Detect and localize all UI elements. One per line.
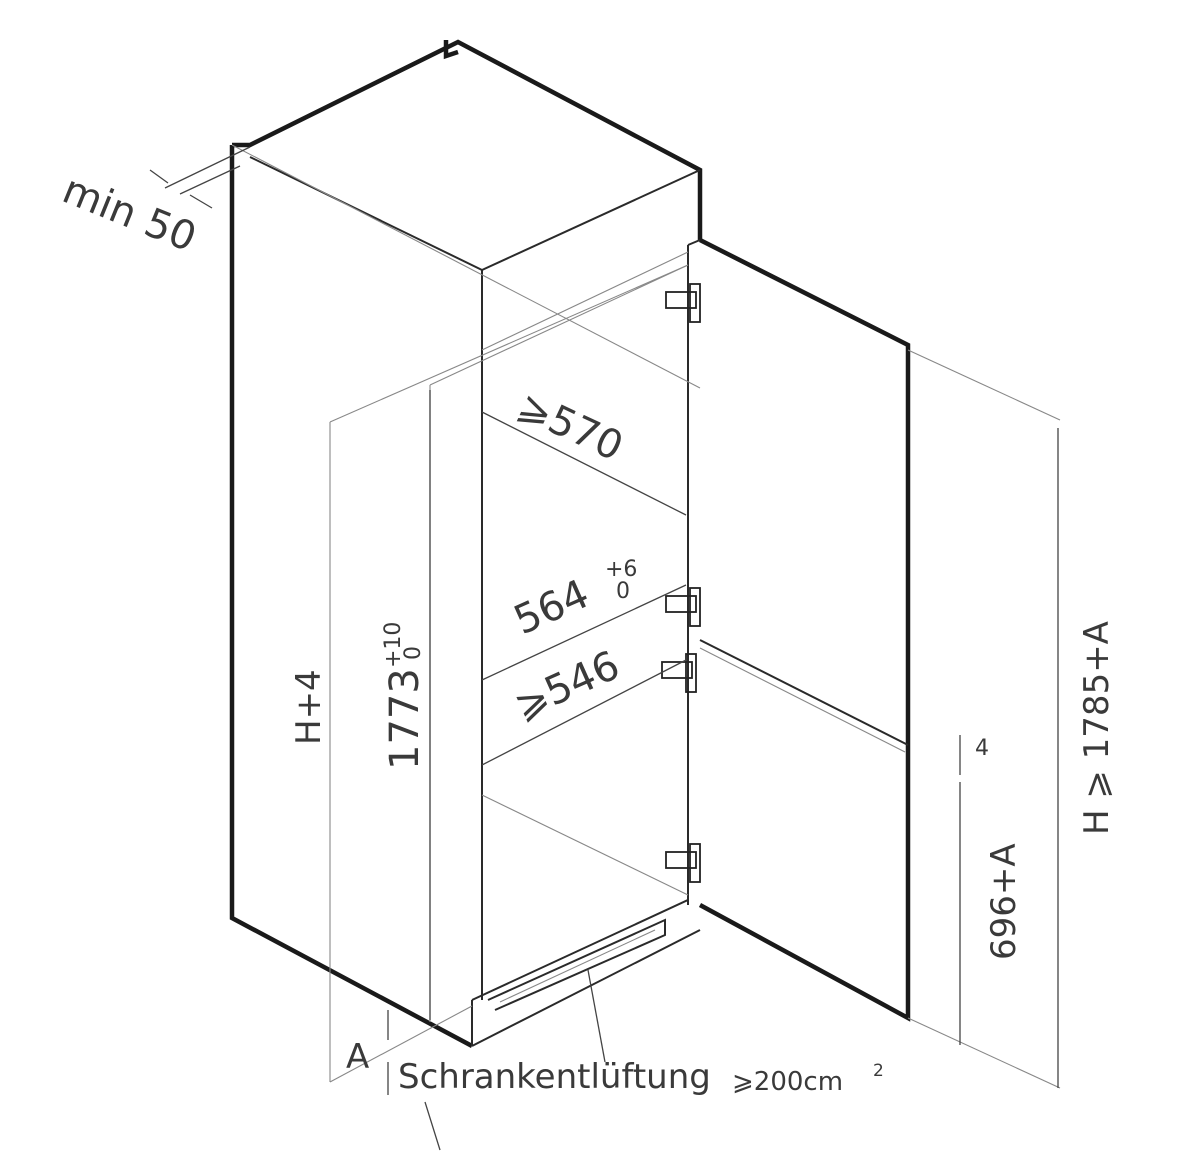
hinge-middle-lower — [661, 653, 697, 693]
door-gap-label: 4 — [975, 736, 989, 761]
construction-lines — [231, 144, 1061, 1089]
inner-width-min-label: ⩾546 — [507, 642, 626, 729]
cabinet-height-label: H+4 — [289, 669, 329, 745]
lower-door-height-label: 696+A — [984, 843, 1024, 960]
niche-height-tol-upper: +10 — [381, 622, 406, 668]
hinge-top — [665, 283, 701, 323]
niche-width-tol-upper: +6 — [605, 557, 637, 582]
dimension-lines — [149, 146, 1059, 1151]
niche-interior — [471, 345, 701, 1047]
niche-height-label: 1773 — [382, 668, 428, 770]
base-offset-label: A — [346, 1037, 369, 1077]
total-height-label: H ⩾ 1785+A — [1077, 621, 1117, 835]
hinge-middle-upper — [665, 587, 701, 627]
niche-width-tol-lower: 0 — [616, 579, 630, 604]
ventilation-exponent: 2 — [873, 1061, 884, 1081]
ventilation-min-label: ⩾200cm — [732, 1067, 843, 1097]
open-door — [687, 237, 911, 1022]
niche-height-tol-lower: 0 — [401, 646, 426, 660]
hinge-bottom — [665, 843, 701, 883]
cabinet-outline — [229, 39, 703, 1048]
ventilation-label: Schrankentlüftung — [398, 1057, 711, 1097]
